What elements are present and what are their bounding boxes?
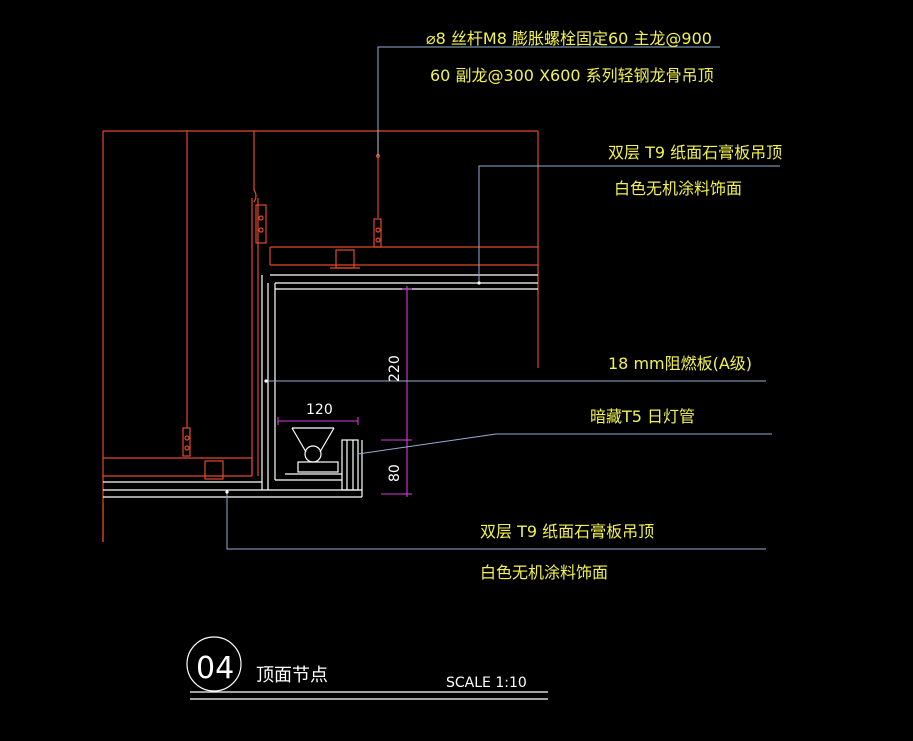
ceiling-void-outline xyxy=(102,130,539,542)
vertical-strips xyxy=(251,198,259,476)
detail-number: 04 xyxy=(196,651,234,686)
gypsum-boards xyxy=(103,274,538,498)
leader-dots xyxy=(225,281,481,494)
hanger-note-line1: ⌀8 丝杆M8 膨胀螺栓固定60 主龙@900 xyxy=(426,29,712,48)
title-block: 04 顶面节点 SCALE 1:10 xyxy=(186,636,548,700)
hanger-rods xyxy=(186,131,379,428)
lamp-note: 暗藏T5 日灯管 xyxy=(590,407,695,426)
upper-board-note-line2: 白色无机涂料饰面 xyxy=(614,179,742,198)
upper-channel xyxy=(269,246,538,269)
upper-board-note-line1: 双层 T9 纸面石膏板吊顶 xyxy=(608,143,782,162)
detail-number-circle xyxy=(186,636,242,692)
lower-board-note-line1: 双层 T9 纸面石膏板吊顶 xyxy=(480,522,654,541)
lower-board-note-line2: 白色无机涂料饰面 xyxy=(480,563,608,582)
rod-fittings xyxy=(182,153,382,457)
scale-label: SCALE 1:10 xyxy=(446,675,527,691)
t5-lamp-fixture xyxy=(285,427,342,475)
leader-lines xyxy=(226,46,780,550)
lower-channel xyxy=(102,457,253,542)
dim-height-220: 220 xyxy=(387,355,403,382)
dim-height-80: 80 xyxy=(387,464,403,482)
fire-board-note: 18 mm阻燃板(A级) xyxy=(608,354,752,373)
hanger-note-line2: 60 副龙@300 X600 系列轻钢龙骨吊顶 xyxy=(430,66,714,85)
detail-title: 顶面节点 xyxy=(256,665,328,686)
dimension-lines xyxy=(277,286,412,497)
dim-width-120: 120 xyxy=(306,402,333,418)
